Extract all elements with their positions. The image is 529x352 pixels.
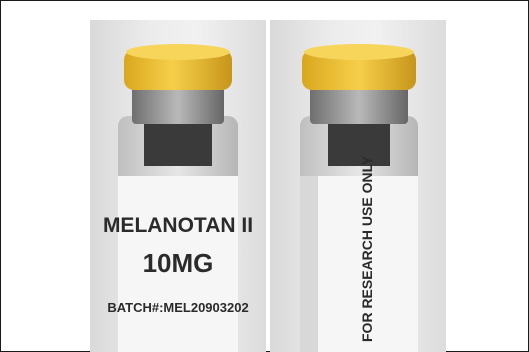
batch-number: BATCH#:MEL20903202 — [107, 300, 248, 315]
research-use-text: FOR RESEARCH USE ONLY — [359, 155, 375, 342]
yellow-cap — [302, 50, 416, 90]
vial-neck — [144, 116, 212, 166]
vial-label — [118, 176, 238, 352]
cap-top — [304, 44, 414, 60]
crimp-seal — [310, 84, 408, 124]
dose-label: 10MG — [143, 248, 214, 278]
vial-front-photo: MELANOTAN II 10MG BATCH#:MEL20903202 — [90, 20, 266, 352]
cap-top — [126, 44, 230, 60]
label-edge — [300, 176, 318, 352]
vial-neck — [328, 116, 390, 166]
vial-side-drawing: FOR RESEARCH USE ONLY — [300, 44, 418, 352]
vial-side-photo: FOR RESEARCH USE ONLY — [270, 20, 446, 352]
vial-front-drawing: MELANOTAN II 10MG BATCH#:MEL20903202 — [103, 44, 253, 352]
crimp-seal — [132, 84, 224, 124]
product-name: MELANOTAN II — [103, 214, 253, 237]
vial-label — [300, 176, 418, 352]
yellow-cap — [124, 50, 232, 90]
